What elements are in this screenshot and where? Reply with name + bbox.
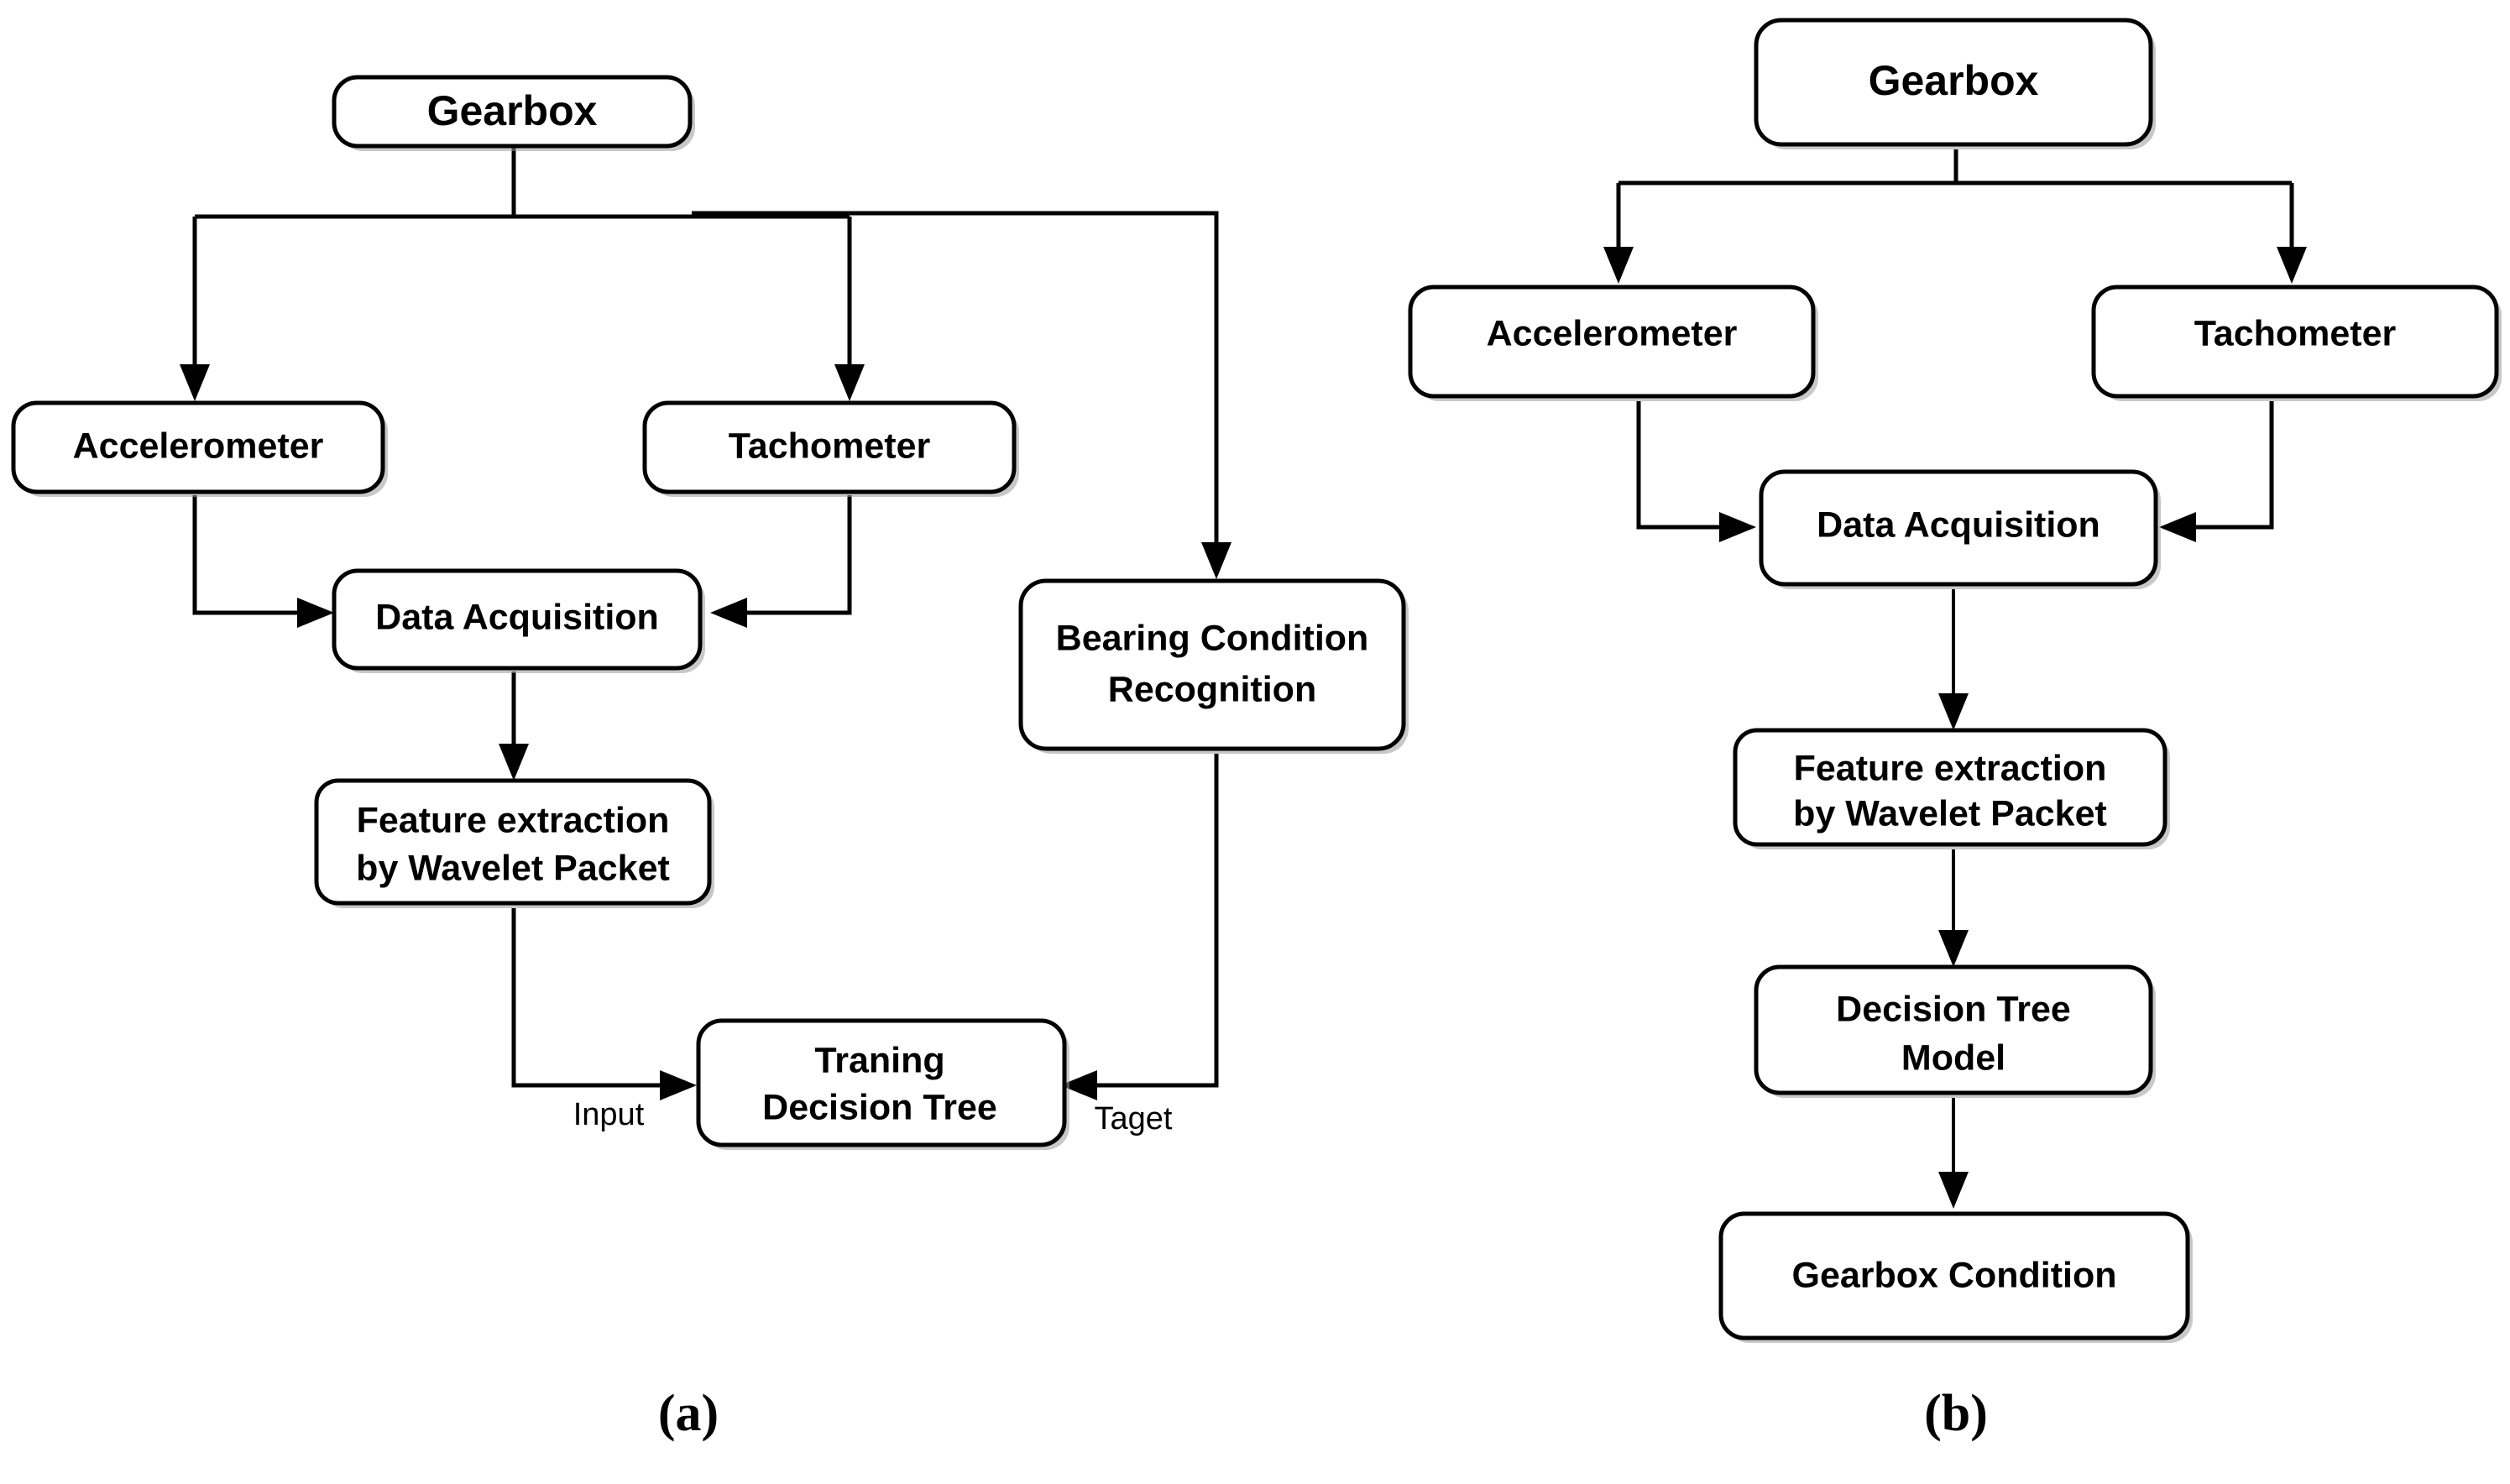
node-b-daq-label: Data Acquisition [1817,504,2100,545]
node-b-decision-label-line1: Decision Tree [1836,989,2071,1029]
node-b-accelerometer[interactable]: Accelerometer [1408,285,1818,401]
edge-b-accelerometer-to-daq [1636,401,1731,530]
node-b-gearbox[interactable]: Gearbox [1754,18,2156,149]
node-a-training-label-line1: Traning [814,1040,944,1080]
edge-b-tachometer-to-daq [2184,401,2274,530]
node-b-tachometer[interactable]: Tachometer [2091,285,2502,401]
node-a-tachometer[interactable]: Tachometer [642,400,1019,497]
node-a-accelerometer[interactable]: Accelerometer [11,400,388,497]
node-a-feature-rect [314,778,712,906]
node-b-tachometer-rect [2091,285,2499,399]
node-a-daq-label: Data Acquisition [375,597,659,637]
node-a-feature-label-line2: by Wavelet Packet [356,848,670,888]
node-b-decision-tree-model[interactable]: Decision Tree Model [1754,964,2156,1098]
node-a-training-label-line2: Decision Tree [762,1087,997,1127]
arrowhead-b-feature [1938,693,1969,730]
node-a-bearing-label-line2: Recognition [1108,669,1316,709]
node-a-bearing-rect [1018,578,1406,751]
node-a-accelerometer-label: Accelerometer [73,426,324,466]
caption-panel-a: (a) [658,1385,719,1442]
arrowhead-a-training-target [1060,1070,1097,1100]
node-b-gearbox-condition-label: Gearbox Condition [1792,1255,2117,1295]
edge-label-a-input: Input [573,1097,645,1132]
node-b-decision-rect [1754,964,2153,1095]
edge-a-gearbox-to-bearing [692,211,1219,554]
edge-label-a-target: Taget [1095,1101,1173,1137]
node-b-data-acquisition[interactable]: Data Acquisition [1759,469,2161,589]
node-a-feature-extraction[interactable]: Feature extraction by Wavelet Packet [314,778,714,908]
node-a-gearbox-rect [332,75,693,149]
node-b-gearbox-condition-rect [1718,1211,2190,1340]
edge-a-bearing-to-training [1085,754,1219,1088]
arrowhead-b-daq-right [2159,512,2196,542]
node-b-feature-extraction[interactable]: Feature extraction by Wavelet Packet [1733,728,2170,849]
arrowhead-a-bearing [1201,542,1231,579]
node-a-bearing-label-line1: Bearing Condition [1056,618,1369,658]
node-b-tachometer-label: Tachometer [2194,313,2397,353]
node-b-gearbox-rect [1754,18,2153,147]
arrowhead-b-daq-left [1719,512,1756,542]
node-b-accelerometer-label: Accelerometer [1487,313,1738,353]
arrowhead-b-condition [1938,1172,1969,1209]
node-a-gearbox[interactable]: Gearbox [332,75,695,151]
node-b-daq-rect [1759,469,2158,587]
arrowhead-a-daq-right [710,598,747,628]
node-a-tachometer-rect [642,400,1017,494]
node-b-feature-rect [1733,728,2167,847]
node-a-training-decision-tree[interactable]: Traning Decision Tree [696,1018,1069,1150]
node-a-gearbox-label: Gearbox [427,87,598,134]
node-b-gearbox-label: Gearbox [1869,57,2039,104]
arrowhead-a-accelerometer [180,364,210,401]
node-a-data-acquisition[interactable]: Data Acquisition [332,568,705,673]
node-b-feature-label-line1: Feature extraction [1794,748,2107,788]
arrowhead-a-feature [499,744,529,781]
panel-a: Gearbox Accelerometer Tachometer Data Ac… [11,75,1409,1442]
edge-a-tachometer-to-daq [735,495,852,615]
node-b-accelerometer-rect [1408,285,1816,399]
arrowhead-a-daq-left [297,598,334,628]
arrowhead-a-tachometer [834,364,865,401]
node-a-feature-label-line1: Feature extraction [357,800,670,840]
node-a-daq-rect [332,568,703,671]
node-a-tachometer-label: Tachometer [729,426,931,466]
node-a-training-rect [696,1018,1067,1147]
node-b-feature-label-line2: by Wavelet Packet [1793,793,2107,833]
panel-b: Gearbox Accelerometer Tachometer Data Ac… [1408,18,2502,1442]
node-b-decision-label-line2: Model [1901,1037,2005,1078]
arrowhead-b-tachometer [2277,247,2307,284]
arrowhead-b-accelerometer [1603,247,1634,284]
node-b-gearbox-condition[interactable]: Gearbox Condition [1718,1211,2193,1343]
arrowhead-b-decision [1938,930,1969,967]
edge-a-accelerometer-to-daq [192,495,309,615]
arrowhead-a-training-input [660,1070,697,1100]
caption-panel-b: (b) [1924,1385,1988,1442]
node-a-bearing-condition-recognition[interactable]: Bearing Condition Recognition [1018,578,1409,754]
edge-a-feature-to-training [511,908,672,1088]
node-a-accelerometer-rect [11,400,385,494]
